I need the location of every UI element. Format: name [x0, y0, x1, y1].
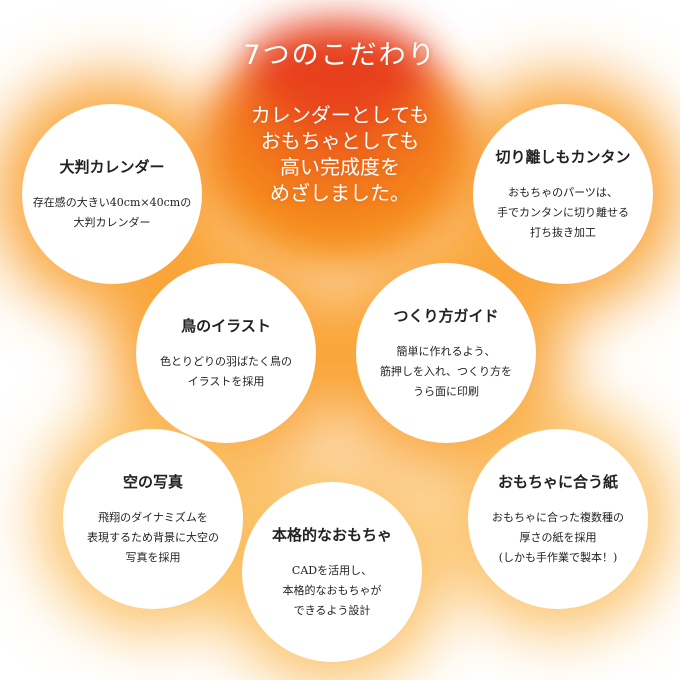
- feature-line: うら面に印刷: [412, 384, 479, 398]
- feature-easy-detach: 切り離しもカンタン おもちゃのパーツは、 手でカンタンに切り離せる 打ち抜き加工: [473, 104, 653, 284]
- feature-line: 筋押しを入れ、つくり方を: [379, 364, 513, 378]
- feature-line: 打ち抜き加工: [530, 225, 596, 239]
- feature-line: 写真を採用: [125, 550, 181, 564]
- feature-line: おもちゃのパーツは、: [508, 185, 618, 199]
- feature-authentic-toy: 本格的なおもちゃ CADを活用し、 本格的なおもちゃが できるよう設計: [242, 482, 422, 662]
- feature-title: 鳥のイラスト: [181, 316, 271, 335]
- feature-line: 本格的なおもちゃが: [282, 583, 382, 597]
- lead-text: カレンダーとしても おもちゃとしても 高い完成度を めざしました。: [190, 102, 490, 206]
- feature-body: 簡単に作れるよう、 筋押しを入れ、つくり方を うら面に印刷: [380, 342, 512, 402]
- feature-body: おもちゃに合った複数種の 厚さの紙を採用 (しかも手作業で製本！): [492, 508, 624, 568]
- lead-line: カレンダーとしても: [250, 103, 430, 127]
- feature-line: 色とりどりの羽ばたく鳥の: [160, 354, 292, 368]
- feature-line: イラストを採用: [187, 374, 265, 388]
- feature-title: おもちゃに合う紙: [497, 472, 618, 491]
- feature-body: 存在感の大きい40cm×40cmの 大判カレンダー: [33, 193, 191, 233]
- lead-line: 高い完成度を: [280, 155, 400, 179]
- feature-line: 存在感の大きい40cm×40cmの: [32, 195, 192, 209]
- feature-line: 表現するため背景に大空の: [87, 530, 219, 544]
- feature-large-calendar: 大判カレンダー 存在感の大きい40cm×40cmの 大判カレンダー: [22, 104, 202, 284]
- feature-line: (しかも手作業で製本！): [498, 550, 618, 564]
- lead-line: おもちゃとしても: [260, 129, 420, 153]
- feature-line: 大判カレンダー: [73, 215, 151, 229]
- feature-line: 厚さの紙を採用: [519, 530, 597, 544]
- feature-assembly-guide: つくり方ガイド 簡単に作れるよう、 筋押しを入れ、つくり方を うら面に印刷: [356, 263, 536, 443]
- feature-body: 色とりどりの羽ばたく鳥の イラストを採用: [160, 352, 292, 392]
- feature-toy-paper: おもちゃに合う紙 おもちゃに合った複数種の 厚さの紙を採用 (しかも手作業で製本…: [468, 429, 648, 609]
- lead-line: めざしました。: [270, 181, 410, 205]
- feature-line: CADを活用し、: [291, 563, 373, 577]
- feature-title: 切り離しもカンタン: [495, 147, 631, 166]
- feature-body: おもちゃのパーツは、 手でカンタンに切り離せる 打ち抜き加工: [497, 183, 629, 243]
- page-headline: 7つのこだわり: [243, 40, 437, 71]
- feature-line: 簡単に作れるよう、: [396, 344, 496, 358]
- feature-title: 空の写真: [122, 472, 183, 491]
- feature-body: CADを活用し、 本格的なおもちゃが できるよう設計: [283, 561, 382, 621]
- feature-body: 飛翔のダイナミズムを 表現するため背景に大空の 写真を採用: [87, 508, 219, 568]
- glow-core-top: [243, 20, 433, 120]
- feature-bird-illustration: 鳥のイラスト 色とりどりの羽ばたく鳥の イラストを採用: [136, 263, 316, 443]
- feature-line: 手でカンタンに切り離せる: [497, 205, 629, 219]
- feature-title: 大判カレンダー: [59, 157, 165, 176]
- feature-line: おもちゃに合った複数種の: [492, 510, 624, 524]
- feature-title: つくり方ガイド: [393, 306, 499, 325]
- feature-sky-photo: 空の写真 飛翔のダイナミズムを 表現するため背景に大空の 写真を採用: [63, 429, 243, 609]
- feature-line: 飛翔のダイナミズムを: [98, 510, 208, 524]
- feature-title: 本格的なおもちゃ: [271, 525, 392, 544]
- feature-line: できるよう設計: [293, 603, 371, 617]
